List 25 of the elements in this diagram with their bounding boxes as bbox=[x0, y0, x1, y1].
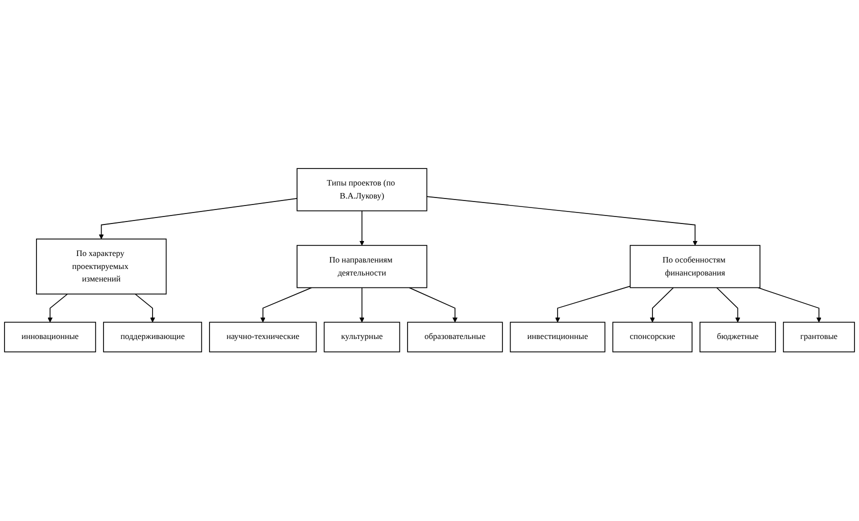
arrow bbox=[134, 294, 156, 323]
arrow bbox=[650, 288, 674, 323]
arrow bbox=[555, 286, 631, 323]
node-box: культурные bbox=[324, 322, 400, 353]
arrow bbox=[260, 288, 312, 323]
node-box: По направлениям деятельности bbox=[296, 245, 428, 288]
arrow bbox=[359, 288, 364, 323]
arrow bbox=[98, 198, 298, 240]
node-box: научно-технические bbox=[209, 322, 317, 353]
node-box: грантовые bbox=[782, 322, 855, 353]
arrow bbox=[359, 210, 364, 246]
arrow bbox=[758, 288, 822, 323]
arrow bbox=[48, 294, 68, 323]
node-box: поддерживающие bbox=[103, 322, 202, 353]
node-box: образовательные bbox=[407, 322, 503, 353]
node-box: Типы проектов (по В.А.Лукову) bbox=[296, 168, 428, 212]
arrow bbox=[408, 288, 458, 323]
arrow bbox=[426, 196, 698, 246]
node-box: По характеру проектируемых изменений bbox=[36, 238, 167, 295]
node-box: По особенностям финансирования bbox=[630, 245, 760, 288]
arrow bbox=[716, 288, 740, 323]
node-box: бюджетные bbox=[700, 322, 776, 353]
node-box: инвестиционные bbox=[510, 322, 606, 353]
node-box: спонсорские bbox=[612, 322, 692, 353]
node-box: инновационные bbox=[4, 322, 96, 353]
